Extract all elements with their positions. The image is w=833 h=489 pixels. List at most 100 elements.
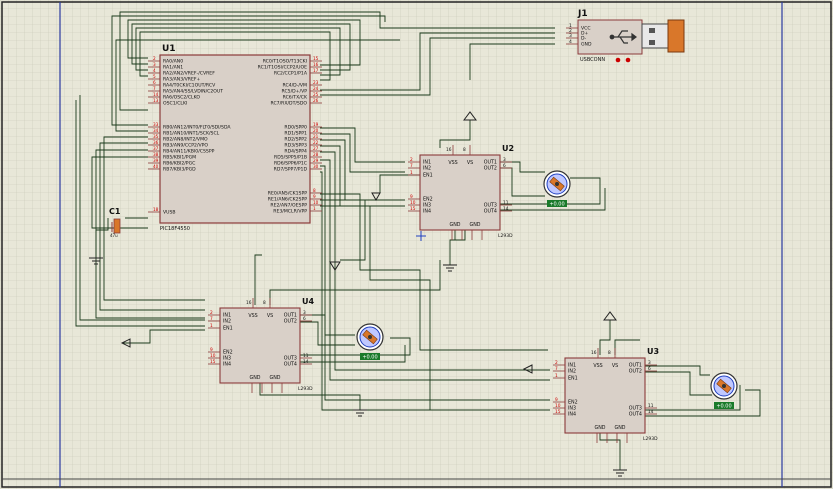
- driver-pin-number: 9: [210, 347, 213, 353]
- driver-part: L293D: [498, 233, 513, 239]
- j1-pin-number: 4: [569, 39, 572, 45]
- motor-speed-box: [714, 402, 734, 409]
- driver-pin-number: 3: [503, 157, 506, 163]
- motor-speed-label: +0.00: [716, 404, 731, 410]
- u1-pin-name: RE3/MCLR/VPP: [273, 209, 307, 215]
- driver-pin-number: 1: [210, 323, 213, 329]
- u1-pin-name: RA4/T0CKI/C1OUT/RCV: [163, 83, 216, 89]
- j1-pin-number: 1: [569, 23, 572, 29]
- driver-pin-number: 7: [410, 163, 413, 169]
- driver-pin-name: OUT4: [629, 412, 642, 418]
- u1-pin-name: VUSB: [163, 210, 176, 216]
- driver-pin-name: OUT4: [284, 362, 297, 368]
- u1-pin-number: 18: [153, 207, 159, 212]
- u1-pin-name: OSC1/CLKI: [163, 101, 187, 107]
- u1-pin-name: RD5/SPP5/P1B: [274, 155, 307, 161]
- u1-ref: U1: [162, 44, 176, 54]
- driver-pin-name: VSS: [593, 363, 602, 369]
- u1-pin-number: 33: [153, 122, 159, 127]
- driver-pin-number: 6: [503, 163, 506, 169]
- j1-part: USBCONN: [580, 57, 605, 63]
- u1-pin-name: RB5/KBI1/PGM: [163, 155, 196, 161]
- driver-pin-number: 14: [648, 409, 654, 415]
- driver-pin-name: GND: [470, 222, 481, 228]
- u1-pin-number: 35: [153, 134, 159, 139]
- usb-plug-housing: [667, 19, 685, 53]
- driver-pin-name: IN3: [568, 406, 576, 412]
- driver-ref: U3: [647, 347, 659, 356]
- u1-pin-number: 26: [313, 98, 319, 103]
- motor-axle: [368, 335, 372, 339]
- driver-pin-number: 8: [463, 147, 466, 153]
- driver-pin-name: OUT3: [284, 356, 297, 362]
- u1-pin-number: 17: [313, 68, 319, 73]
- driver-pin-number: 14: [503, 206, 509, 212]
- u1-pin-number: 21: [313, 134, 319, 139]
- driver-ref: U2: [502, 144, 514, 153]
- driver-body: [219, 307, 301, 384]
- u1-pin-name: RB3/AN9/CCP2/VPO: [163, 143, 208, 149]
- driver-pin-number: 7: [555, 366, 558, 372]
- driver-pin-name: GND: [250, 375, 261, 381]
- motor-u4[interactable]: +0.00: [356, 323, 384, 361]
- power-arrow-u2-top: [463, 111, 477, 121]
- motor-speed-label: +0.00: [549, 202, 564, 208]
- driver-pin-number: 16: [446, 147, 452, 153]
- driver-pin-name: GND: [270, 375, 281, 381]
- ground-symbol-u4: [353, 409, 367, 417]
- driver-pin-number: 3: [303, 310, 306, 316]
- u1-pin-number: 3: [153, 62, 156, 67]
- c1-ref: C1: [109, 207, 121, 216]
- c1-capacitor[interactable]: C1 47u: [109, 207, 121, 238]
- driver-pin-number: 9: [410, 194, 413, 200]
- driver-pin-name: OUT1: [484, 160, 497, 166]
- u1-microcontroller[interactable]: U1 PIC18F4550 2RA0/AN03RA1/AN14RA2/AN2/V…: [148, 44, 322, 232]
- driver-pin-name: IN4: [223, 362, 231, 368]
- driver-pin-number: 3: [648, 360, 651, 366]
- u1-pin-name: RE0/AN5/CK1SPP: [268, 191, 307, 197]
- u1-pin-number: 25: [313, 92, 319, 97]
- u1-pin-name: RC5/D+/VP: [282, 89, 308, 95]
- motor-u2[interactable]: +0.00: [543, 170, 571, 208]
- usb-led-2: [625, 57, 631, 63]
- j1-pin-number: 2: [569, 28, 572, 34]
- motor-axle: [555, 182, 559, 186]
- driver-pin-name: IN2: [568, 369, 576, 375]
- driver-pin-name: GND: [450, 222, 461, 228]
- driver-pin-name: IN2: [423, 166, 431, 172]
- driver-pin-name: OUT1: [284, 313, 297, 319]
- driver-pin-number: 7: [210, 316, 213, 322]
- driver-pin-name: VSS: [448, 160, 457, 166]
- driver-pin-name: IN1: [568, 363, 576, 369]
- u1-pin-number: 9: [313, 194, 316, 199]
- motor-speed-box: [360, 353, 380, 360]
- u1-pin-name: RD3/SPP3: [284, 143, 307, 149]
- u1-pin-number: 1: [313, 206, 316, 211]
- driver-pin-name: GND: [615, 425, 626, 431]
- j1-pin-number: 3: [569, 33, 572, 39]
- u1-pin-name: RA6/OSC2/CLKO: [163, 95, 200, 101]
- driver-pin-name: OUT2: [484, 166, 497, 172]
- driver-pin-number: 11: [648, 403, 654, 409]
- u1-pin-name: RA0/AN0: [163, 59, 183, 65]
- driver-pin-name: IN2: [223, 319, 231, 325]
- usb-symbol-icon: [609, 30, 637, 44]
- motor-u3[interactable]: +0.00: [710, 372, 738, 410]
- u1-pin-number: 40: [153, 164, 159, 169]
- u1-pin-number: 39: [153, 158, 159, 163]
- driver-pin-number: 14: [303, 359, 309, 365]
- ground-symbol-u3: [613, 469, 627, 477]
- u1-pin-name: RE1/AN6/CK2SPP: [268, 197, 307, 203]
- u1-pin-name: RB6/KBI2/PGC: [163, 161, 195, 167]
- u1-pin-number: 36: [153, 140, 159, 145]
- u1-pin-name: RD7/SPP7/P1D: [274, 167, 308, 173]
- u1-pin-name: RC2/CCP1/P1A: [274, 71, 308, 77]
- probe-marker: [416, 231, 426, 241]
- u1-pin-name: RD0/SPP0: [284, 125, 307, 131]
- driver-pin-name: OUT3: [629, 406, 642, 412]
